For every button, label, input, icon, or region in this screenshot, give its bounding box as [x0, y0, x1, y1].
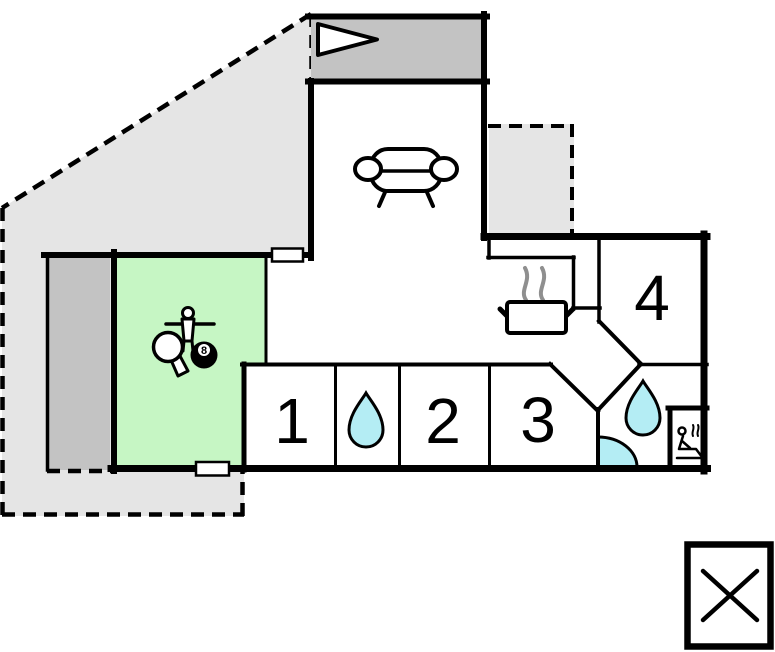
room-2-label: 2	[425, 385, 461, 457]
activity-room-fill	[114, 253, 267, 470]
deck-area	[305, 11, 490, 241]
eight-ball-label: 8	[201, 345, 207, 357]
sauna-icon	[675, 424, 705, 460]
cooking-pot-icon	[497, 266, 576, 335]
room-1-label: 1	[274, 385, 310, 457]
water-drop-icon	[347, 389, 385, 449]
wall-bath-diagonal	[595, 361, 644, 413]
room-3-label: 3	[520, 384, 556, 456]
steam-icon	[521, 266, 547, 302]
eight-ball-icon: 8	[190, 341, 218, 369]
wall-diagonal-hall	[547, 361, 601, 414]
carport-fill	[46, 255, 110, 470]
annex-fill	[489, 124, 574, 233]
wall-room4-diagonal	[596, 318, 644, 367]
flag-icon	[316, 22, 379, 57]
door-opening	[194, 460, 231, 477]
sofa-icon	[353, 147, 459, 208]
walls	[41, 78, 711, 475]
corner-shower-icon	[596, 435, 639, 469]
water-drop-icon	[624, 377, 662, 437]
door-opening	[270, 247, 305, 263]
crossed-square-icon	[684, 541, 774, 650]
carport-area	[45, 252, 111, 474]
annex-area	[488, 124, 574, 233]
table-tennis-paddle-icon	[151, 330, 190, 378]
room-4-label: 4	[634, 262, 670, 334]
